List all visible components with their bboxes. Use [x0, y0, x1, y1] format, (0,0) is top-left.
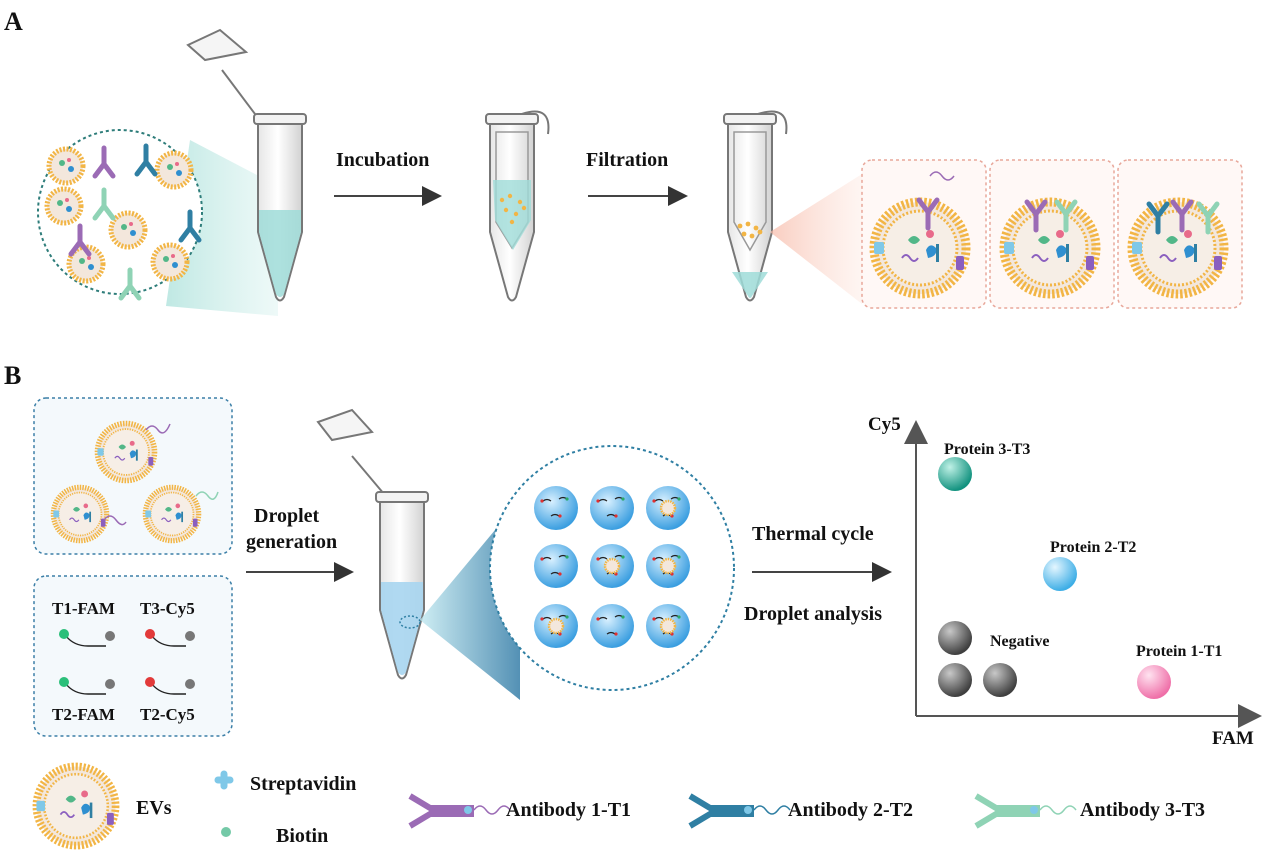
step-filtration: Filtration: [586, 149, 668, 171]
tube-droplets: [316, 408, 429, 680]
cluster-label-protein2: Protein 2-T2: [1050, 539, 1136, 556]
antibody2-icon: [688, 793, 791, 829]
quencher-dot: [105, 679, 115, 689]
zoom-cone-pink: [770, 174, 862, 304]
fam-dot: [59, 629, 69, 639]
cluster-label-protein3: Protein 3-T3: [944, 441, 1030, 458]
legend-antibody1: Antibody 1-T1: [506, 799, 631, 821]
tube-filtered: [723, 110, 788, 302]
legend-evs: EVs: [136, 797, 172, 819]
cluster-label-negative: Negative: [990, 633, 1050, 650]
cluster-negative: [983, 663, 1017, 697]
probe-box: T1-FAM T3-Cy5 T2-FAM T2-Cy5: [33, 575, 233, 737]
x-axis-label: FAM: [1212, 728, 1254, 749]
streptavidin-icon: [214, 770, 234, 790]
quencher-dot: [185, 679, 195, 689]
cluster-plot: Cy5 FAM Protein 3-T3 Protein 2-T2 Negati…: [868, 414, 1262, 749]
cluster-protein1: [1137, 665, 1171, 699]
cy5-dot: [145, 677, 155, 687]
legend-biotin: Biotin: [276, 825, 328, 847]
biotin-icon: [221, 827, 231, 837]
probe-t3-cy5: T3-Cy5: [140, 599, 195, 618]
cluster-protein2: [1043, 557, 1077, 591]
legend-antibody2: Antibody 2-T2: [788, 799, 913, 821]
antibody3-icon: [974, 793, 1077, 829]
sample-zoom-circle: [37, 129, 278, 316]
probe-t2-fam: T2-FAM: [52, 705, 115, 724]
legend-ev-icon: [36, 766, 115, 845]
droplet-zoom-circle: [489, 445, 735, 691]
tube-incubated: [485, 110, 550, 302]
legend-antibody3: Antibody 3-T3: [1080, 799, 1205, 821]
cluster-negative: [938, 621, 972, 655]
probe-t1-fam: T1-FAM: [52, 599, 115, 618]
step-incubation: Incubation: [336, 149, 429, 171]
cluster-protein3: [938, 457, 972, 491]
captured-ev-panels: [861, 159, 1243, 309]
legend: EVs Streptavidin Biotin Antibody 1-T1 An…: [36, 766, 1205, 847]
legend-streptavidin: Streptavidin: [250, 773, 356, 795]
step-thermal-cycle: Thermal cycle: [752, 523, 874, 545]
ev-sample-box: [33, 397, 233, 555]
step-droplet-line2: generation: [246, 531, 337, 553]
cy5-dot: [145, 629, 155, 639]
quencher-dot: [185, 631, 195, 641]
fam-dot: [59, 677, 69, 687]
step-droplet-line1: Droplet: [254, 505, 320, 527]
panel-b-label: B: [4, 361, 21, 390]
probe-t2-cy5: T2-Cy5: [140, 705, 195, 724]
antibody1-icon: [408, 793, 511, 829]
y-axis-label: Cy5: [868, 414, 901, 435]
tube-incubation-start: [186, 28, 307, 302]
step-droplet-analysis: Droplet analysis: [744, 603, 882, 625]
quencher-dot: [105, 631, 115, 641]
panel-a-label: A: [4, 7, 23, 36]
cluster-negative: [938, 663, 972, 697]
cluster-label-protein1: Protein 1-T1: [1136, 643, 1222, 660]
